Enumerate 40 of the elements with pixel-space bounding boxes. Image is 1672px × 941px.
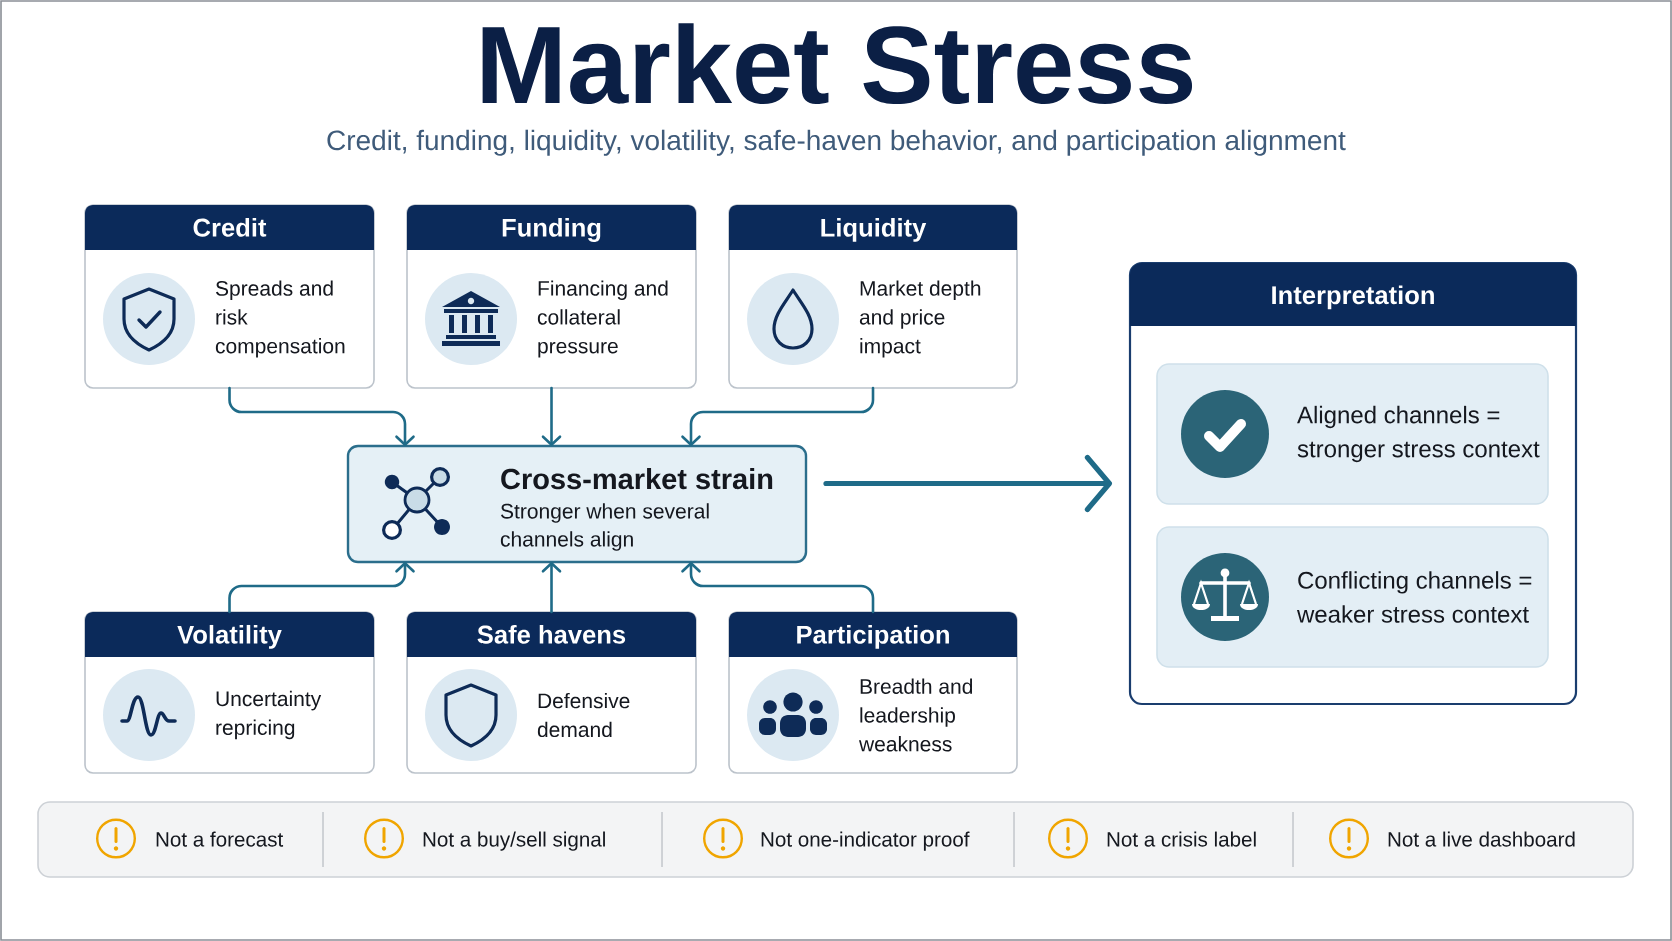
- card-text: Financing and collateral pressure: [537, 280, 668, 358]
- card-text: Breadth and leadership weakness: [859, 678, 973, 752]
- subtitle: Credit, funding, liquidity, volatility, safe-haven behavior, and participation alignment: [327, 129, 1346, 156]
- card-header: Participation: [729, 612, 1017, 657]
- box-text: Aligned channels = stronger stress context: [1297, 405, 1540, 463]
- disclaimer-text: Not a crisis label: [1107, 831, 1256, 847]
- card-header: Liquidity: [729, 205, 1017, 250]
- summary-box: [346, 444, 808, 564]
- info-box: [1156, 363, 1549, 505]
- card-text: Spreads and risk compensation: [215, 280, 345, 358]
- arrow: [541, 562, 562, 614]
- arrow: [823, 454, 1112, 513]
- disclaimer-text: Not a forecast: [156, 831, 284, 847]
- arrow: [681, 562, 875, 614]
- disclaimer-bar: [37, 801, 1634, 878]
- card-header: Safe havens: [407, 612, 696, 657]
- panel-header: Interpretation: [1130, 263, 1576, 326]
- card: [84, 611, 375, 774]
- card-header: Volatility: [85, 612, 374, 657]
- info-box: [1156, 526, 1549, 668]
- card: [406, 611, 697, 774]
- card: [728, 204, 1018, 389]
- disclaimer-text: Not one-indicator proof: [761, 831, 970, 851]
- card: [406, 204, 697, 389]
- title: Market Stress: [482, 23, 1193, 105]
- card-text: Uncertainty repricing: [216, 690, 322, 740]
- card-text: Defensive demand: [537, 692, 630, 738]
- card: [84, 204, 375, 389]
- card-header: Credit: [85, 205, 374, 250]
- card-header: Funding: [407, 205, 696, 250]
- arrow: [228, 386, 415, 446]
- disclaimer-text: Not a buy/sell signal: [423, 831, 605, 851]
- card-text: Market depth and price impact: [859, 280, 981, 358]
- arrow: [228, 562, 415, 614]
- box-text: Conflicting channels = weaker stress context: [1297, 571, 1532, 623]
- disclaimer-text: Not a live dashboard: [1388, 831, 1575, 847]
- arrow: [541, 386, 562, 446]
- box-title: Cross-market strain: [501, 468, 773, 490]
- card: [728, 611, 1018, 774]
- box-text: Stronger when several channels align: [500, 503, 709, 551]
